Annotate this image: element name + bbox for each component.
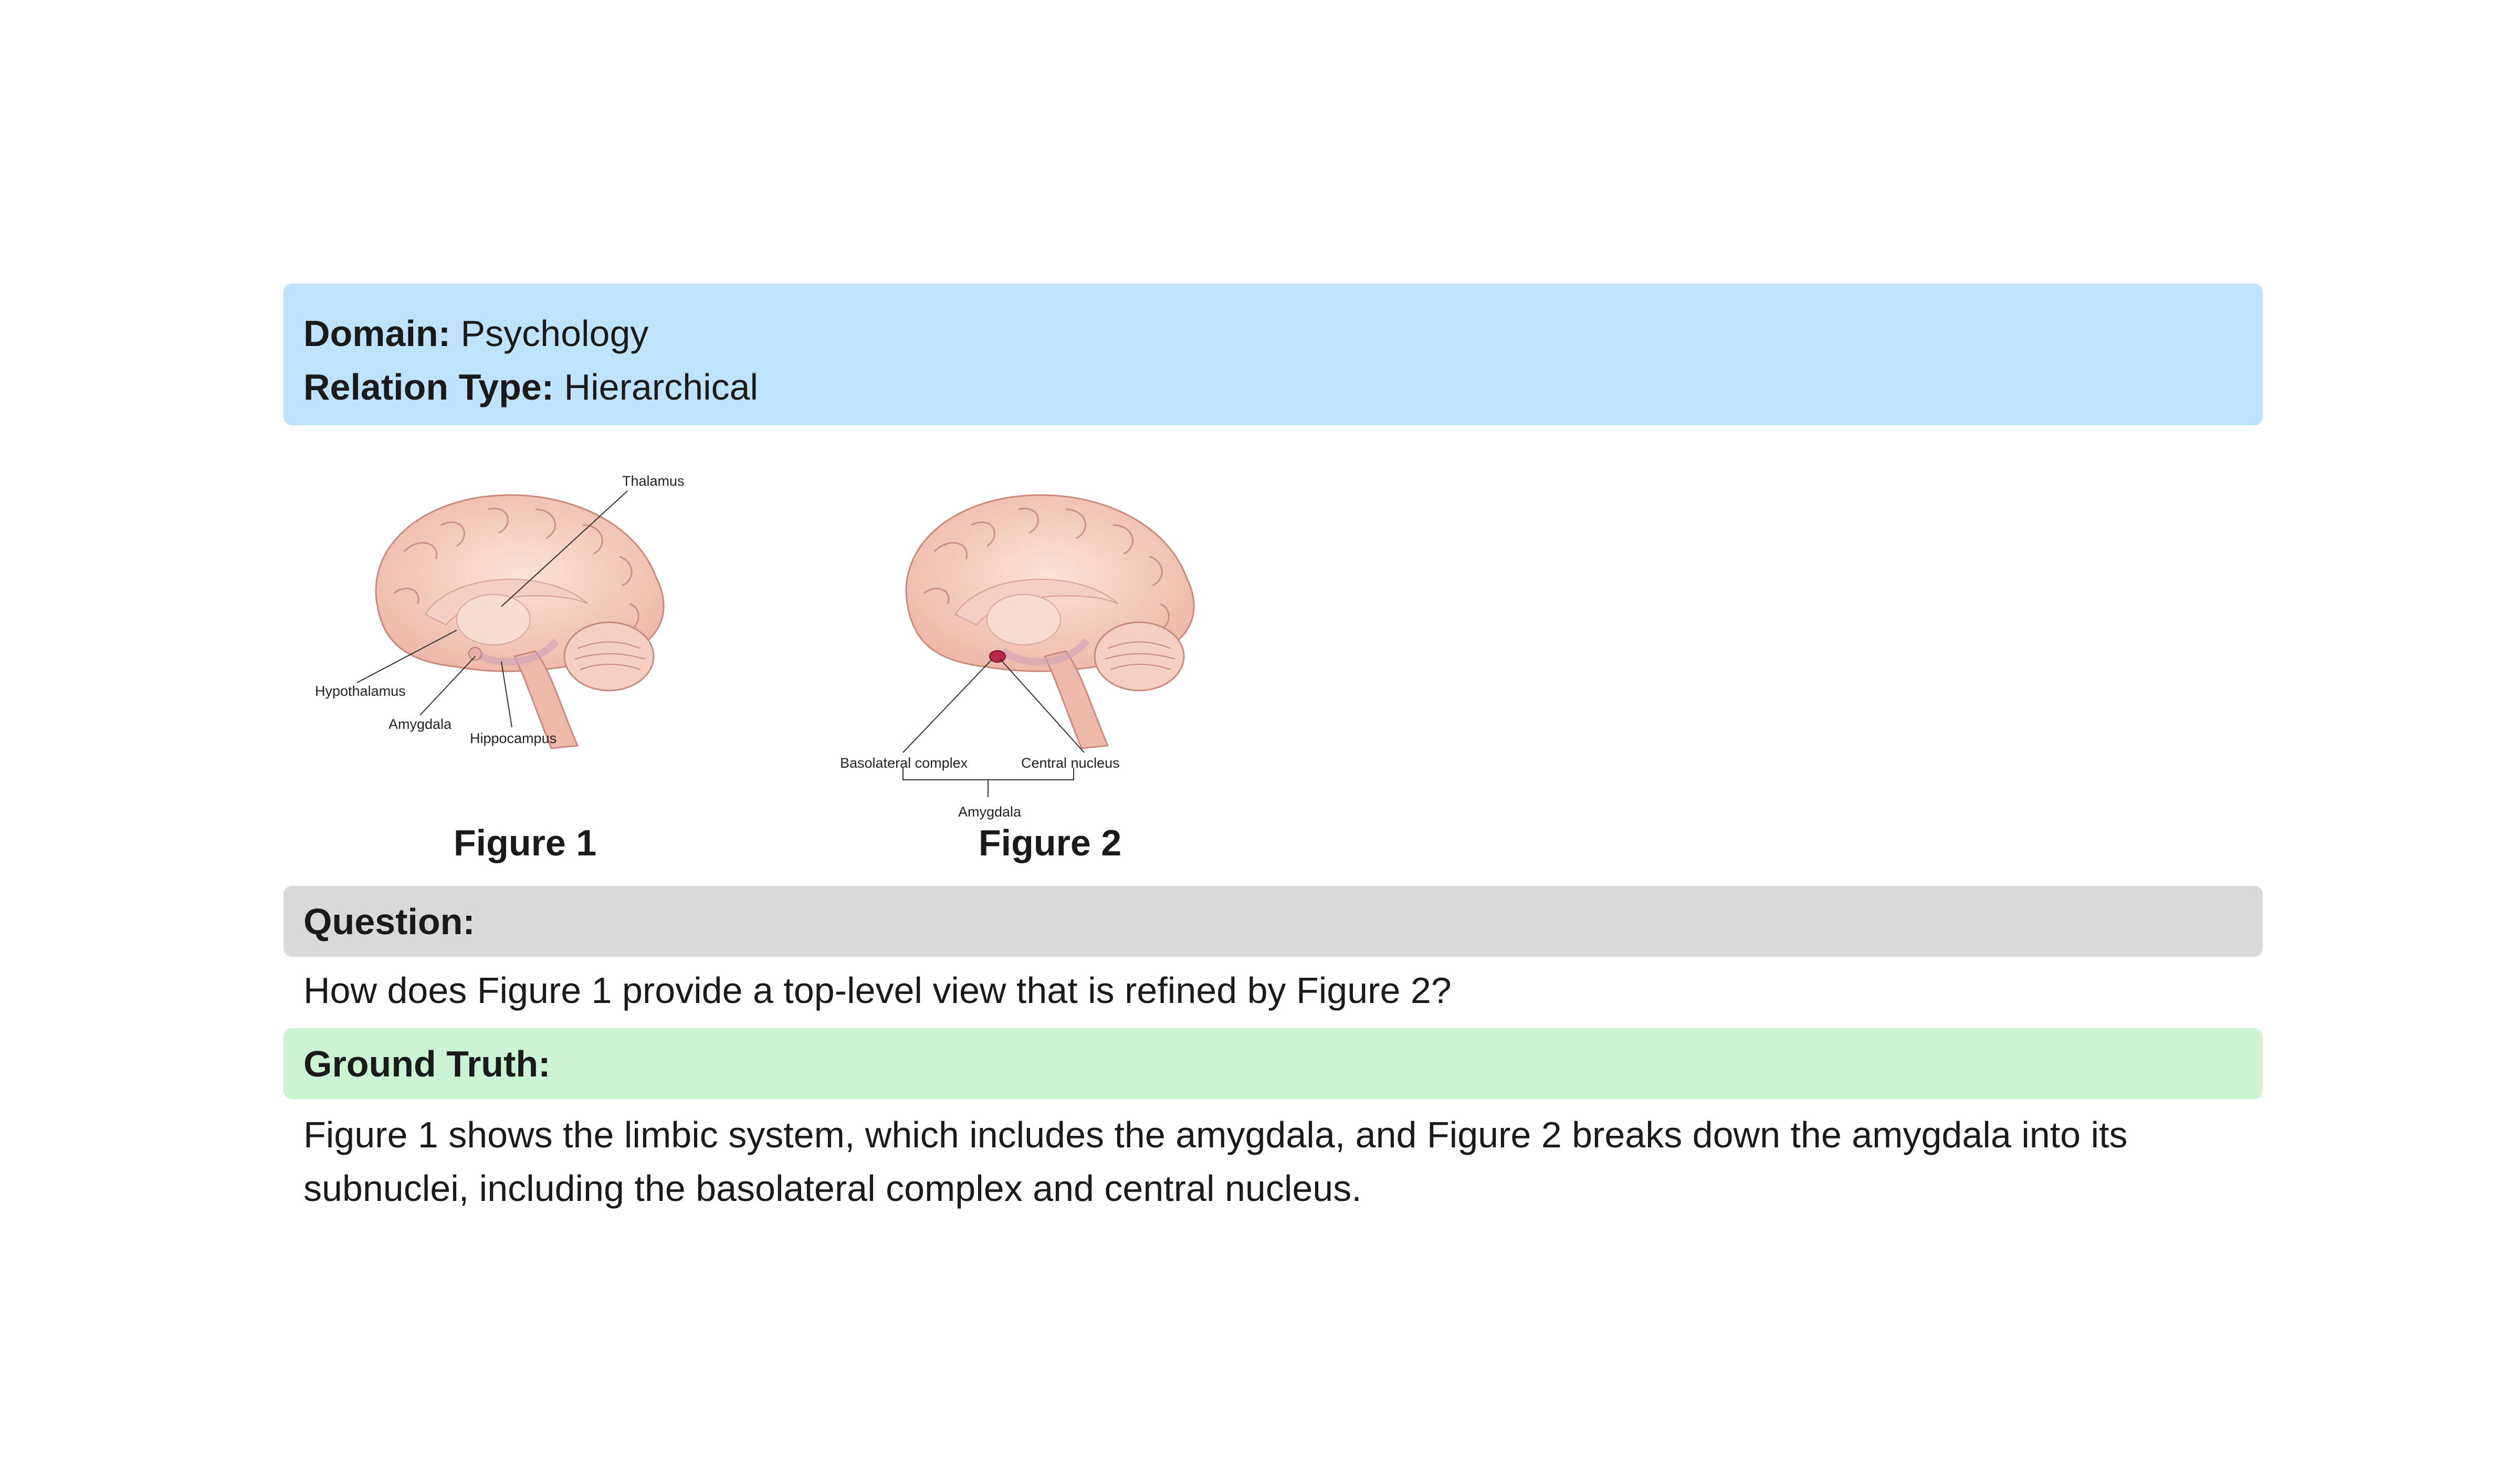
question-text: How does Figure 1 provide a top-level vi… xyxy=(303,970,1452,1011)
relation-type-value: Hierarchical xyxy=(564,367,759,407)
label-hippocampus: Hippocampus xyxy=(470,730,556,746)
label-amygdala: Amygdala xyxy=(388,716,452,732)
question-label: Question: xyxy=(303,901,475,942)
figure-2: Basolateral complex Central nucleus Amyg… xyxy=(840,446,1260,866)
brain-diagram-amygdala-subnuclei: Basolateral complex Central nucleus Amyg… xyxy=(840,494,1195,820)
domain-label: Domain: xyxy=(303,313,450,354)
figure-2-caption: Figure 2 xyxy=(978,822,1122,863)
ground-truth-text: Figure 1 shows the limbic system, which … xyxy=(303,1114,2128,1209)
figures-row: Thalamus Hypothalamus Amygdala Hippocamp… xyxy=(284,446,2263,866)
domain-line: Domain: Psychology xyxy=(303,307,2243,360)
label-thalamus: Thalamus xyxy=(622,473,685,489)
question-header: Question: xyxy=(284,886,2263,957)
label-amygdala: Amygdala xyxy=(958,804,1022,820)
brain-diagram-limbic-system: Thalamus Hypothalamus Amygdala Hippocamp… xyxy=(315,473,685,749)
relation-type-line: Relation Type: Hierarchical xyxy=(303,360,2243,414)
label-central-nucleus: Central nucleus xyxy=(1021,755,1120,771)
figure-1: Thalamus Hypothalamus Amygdala Hippocamp… xyxy=(315,446,735,866)
label-basolateral-complex: Basolateral complex xyxy=(840,755,968,771)
figure-1-caption: Figure 1 xyxy=(453,822,597,863)
domain-value: Psychology xyxy=(460,313,649,354)
relation-type-label: Relation Type: xyxy=(303,367,554,407)
metadata-panel: Domain: Psychology Relation Type: Hierar… xyxy=(284,284,2263,425)
ground-truth-header: Ground Truth: xyxy=(284,1028,2263,1099)
ground-truth-label: Ground Truth: xyxy=(303,1043,551,1084)
label-hypothalamus: Hypothalamus xyxy=(315,683,406,699)
